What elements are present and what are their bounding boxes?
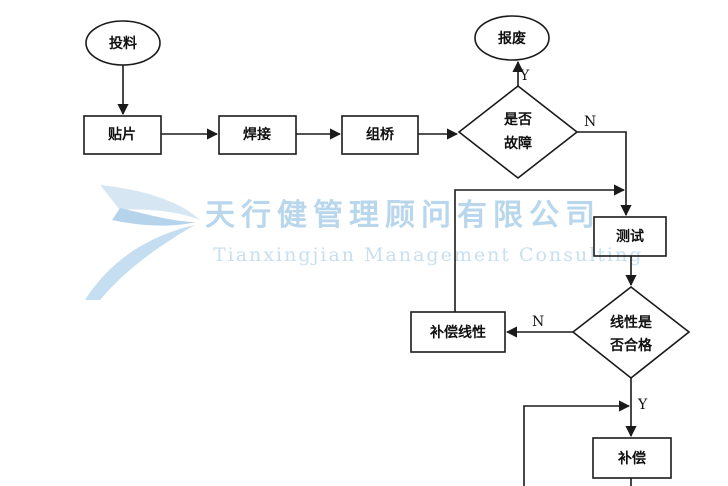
fault-decision (457, 84, 579, 180)
watermark-logo-icon (85, 185, 200, 300)
linear-no-label: N (532, 314, 544, 330)
scrap-terminal (474, 15, 550, 61)
scrap-label: 报废 (498, 30, 526, 47)
linear-yes-label: Y (637, 397, 648, 413)
bridge-box (341, 115, 419, 155)
fault-label-line1: 是否 (504, 112, 532, 128)
weld-box (218, 115, 297, 155)
edge-loop-to-compensate (523, 400, 631, 486)
watermark-company-en: Tianxingjian Management Consulting (213, 244, 643, 266)
edge-loop-to-test (454, 184, 626, 312)
compensate-linearity-box (410, 311, 506, 353)
compensate-label: 补偿 (617, 450, 646, 467)
patch-label: 贴片 (108, 126, 136, 143)
linear-ok-label-line2: 否合格 (609, 337, 653, 354)
edge-fault-test (577, 131, 632, 217)
feed-label: 投料 (109, 35, 137, 52)
linear-ok-decision (571, 285, 691, 380)
fault-no-label: N (584, 114, 596, 130)
compensate-linearity-label: 补偿线性 (429, 324, 486, 341)
bridge-label: 组桥 (366, 126, 395, 143)
test-box (593, 216, 667, 257)
fault-label-line2: 故障 (504, 135, 532, 152)
watermark-company-cn: 天行健管理顾问有限公司 (205, 198, 601, 233)
patch-box (83, 115, 162, 155)
linear-ok-label-line1: 线性是 (610, 314, 653, 331)
compensate-box (592, 437, 672, 479)
test-label: 测试 (616, 228, 644, 245)
weld-label: 焊接 (243, 126, 271, 143)
watermark: 天行健管理顾问有限公司 Tianxingjian Management Cons… (85, 185, 643, 300)
fault-yes-label: Y (519, 68, 530, 84)
